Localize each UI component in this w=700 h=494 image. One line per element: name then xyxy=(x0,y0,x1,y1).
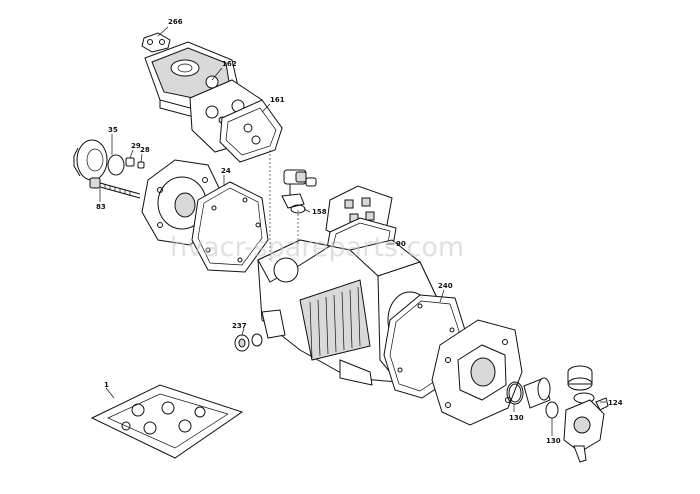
end-cover-35 xyxy=(73,139,108,181)
callout-35: 35 xyxy=(108,126,118,134)
callout-266: 266 xyxy=(168,18,183,26)
oil-pump-part xyxy=(563,365,609,463)
o-ring-130 xyxy=(506,381,524,405)
callout-162: 162 xyxy=(222,60,237,68)
leader-lines xyxy=(99,26,606,436)
callout-161: 161 xyxy=(270,96,285,104)
callout-158: 158 xyxy=(312,208,327,216)
valve-assembly-part xyxy=(281,169,317,209)
plug-part-29 xyxy=(125,157,135,167)
plug-part-237 xyxy=(234,333,263,352)
callout-24: 24 xyxy=(221,167,231,175)
callout-130-a: 130 xyxy=(509,414,524,422)
gasket-part-24 xyxy=(191,181,269,273)
plug-part-28 xyxy=(137,161,145,169)
callout-124: 124 xyxy=(608,399,623,407)
callout-130-b: 130 xyxy=(546,437,561,445)
callout-90: 90 xyxy=(396,240,406,248)
callout-29: 29 xyxy=(131,142,141,150)
valve-gasket-part xyxy=(219,99,283,163)
bushing-part xyxy=(523,377,559,419)
o-ring-part xyxy=(107,154,125,176)
callout-1: 1 xyxy=(104,381,109,389)
watermark-text: hvacr-spareparts.com xyxy=(170,232,464,263)
flange-part-266 xyxy=(141,32,171,53)
cylinder-head-cover-part xyxy=(144,41,241,121)
gasket-set-part xyxy=(90,384,244,459)
o-ring-158 xyxy=(290,204,306,214)
callout-83: 83 xyxy=(96,203,106,211)
callout-240: 240 xyxy=(438,282,453,290)
screw-part-83 xyxy=(89,177,141,199)
bearing-housing-part xyxy=(431,319,523,426)
callout-237: 237 xyxy=(232,322,247,330)
callout-28: 28 xyxy=(140,146,150,154)
